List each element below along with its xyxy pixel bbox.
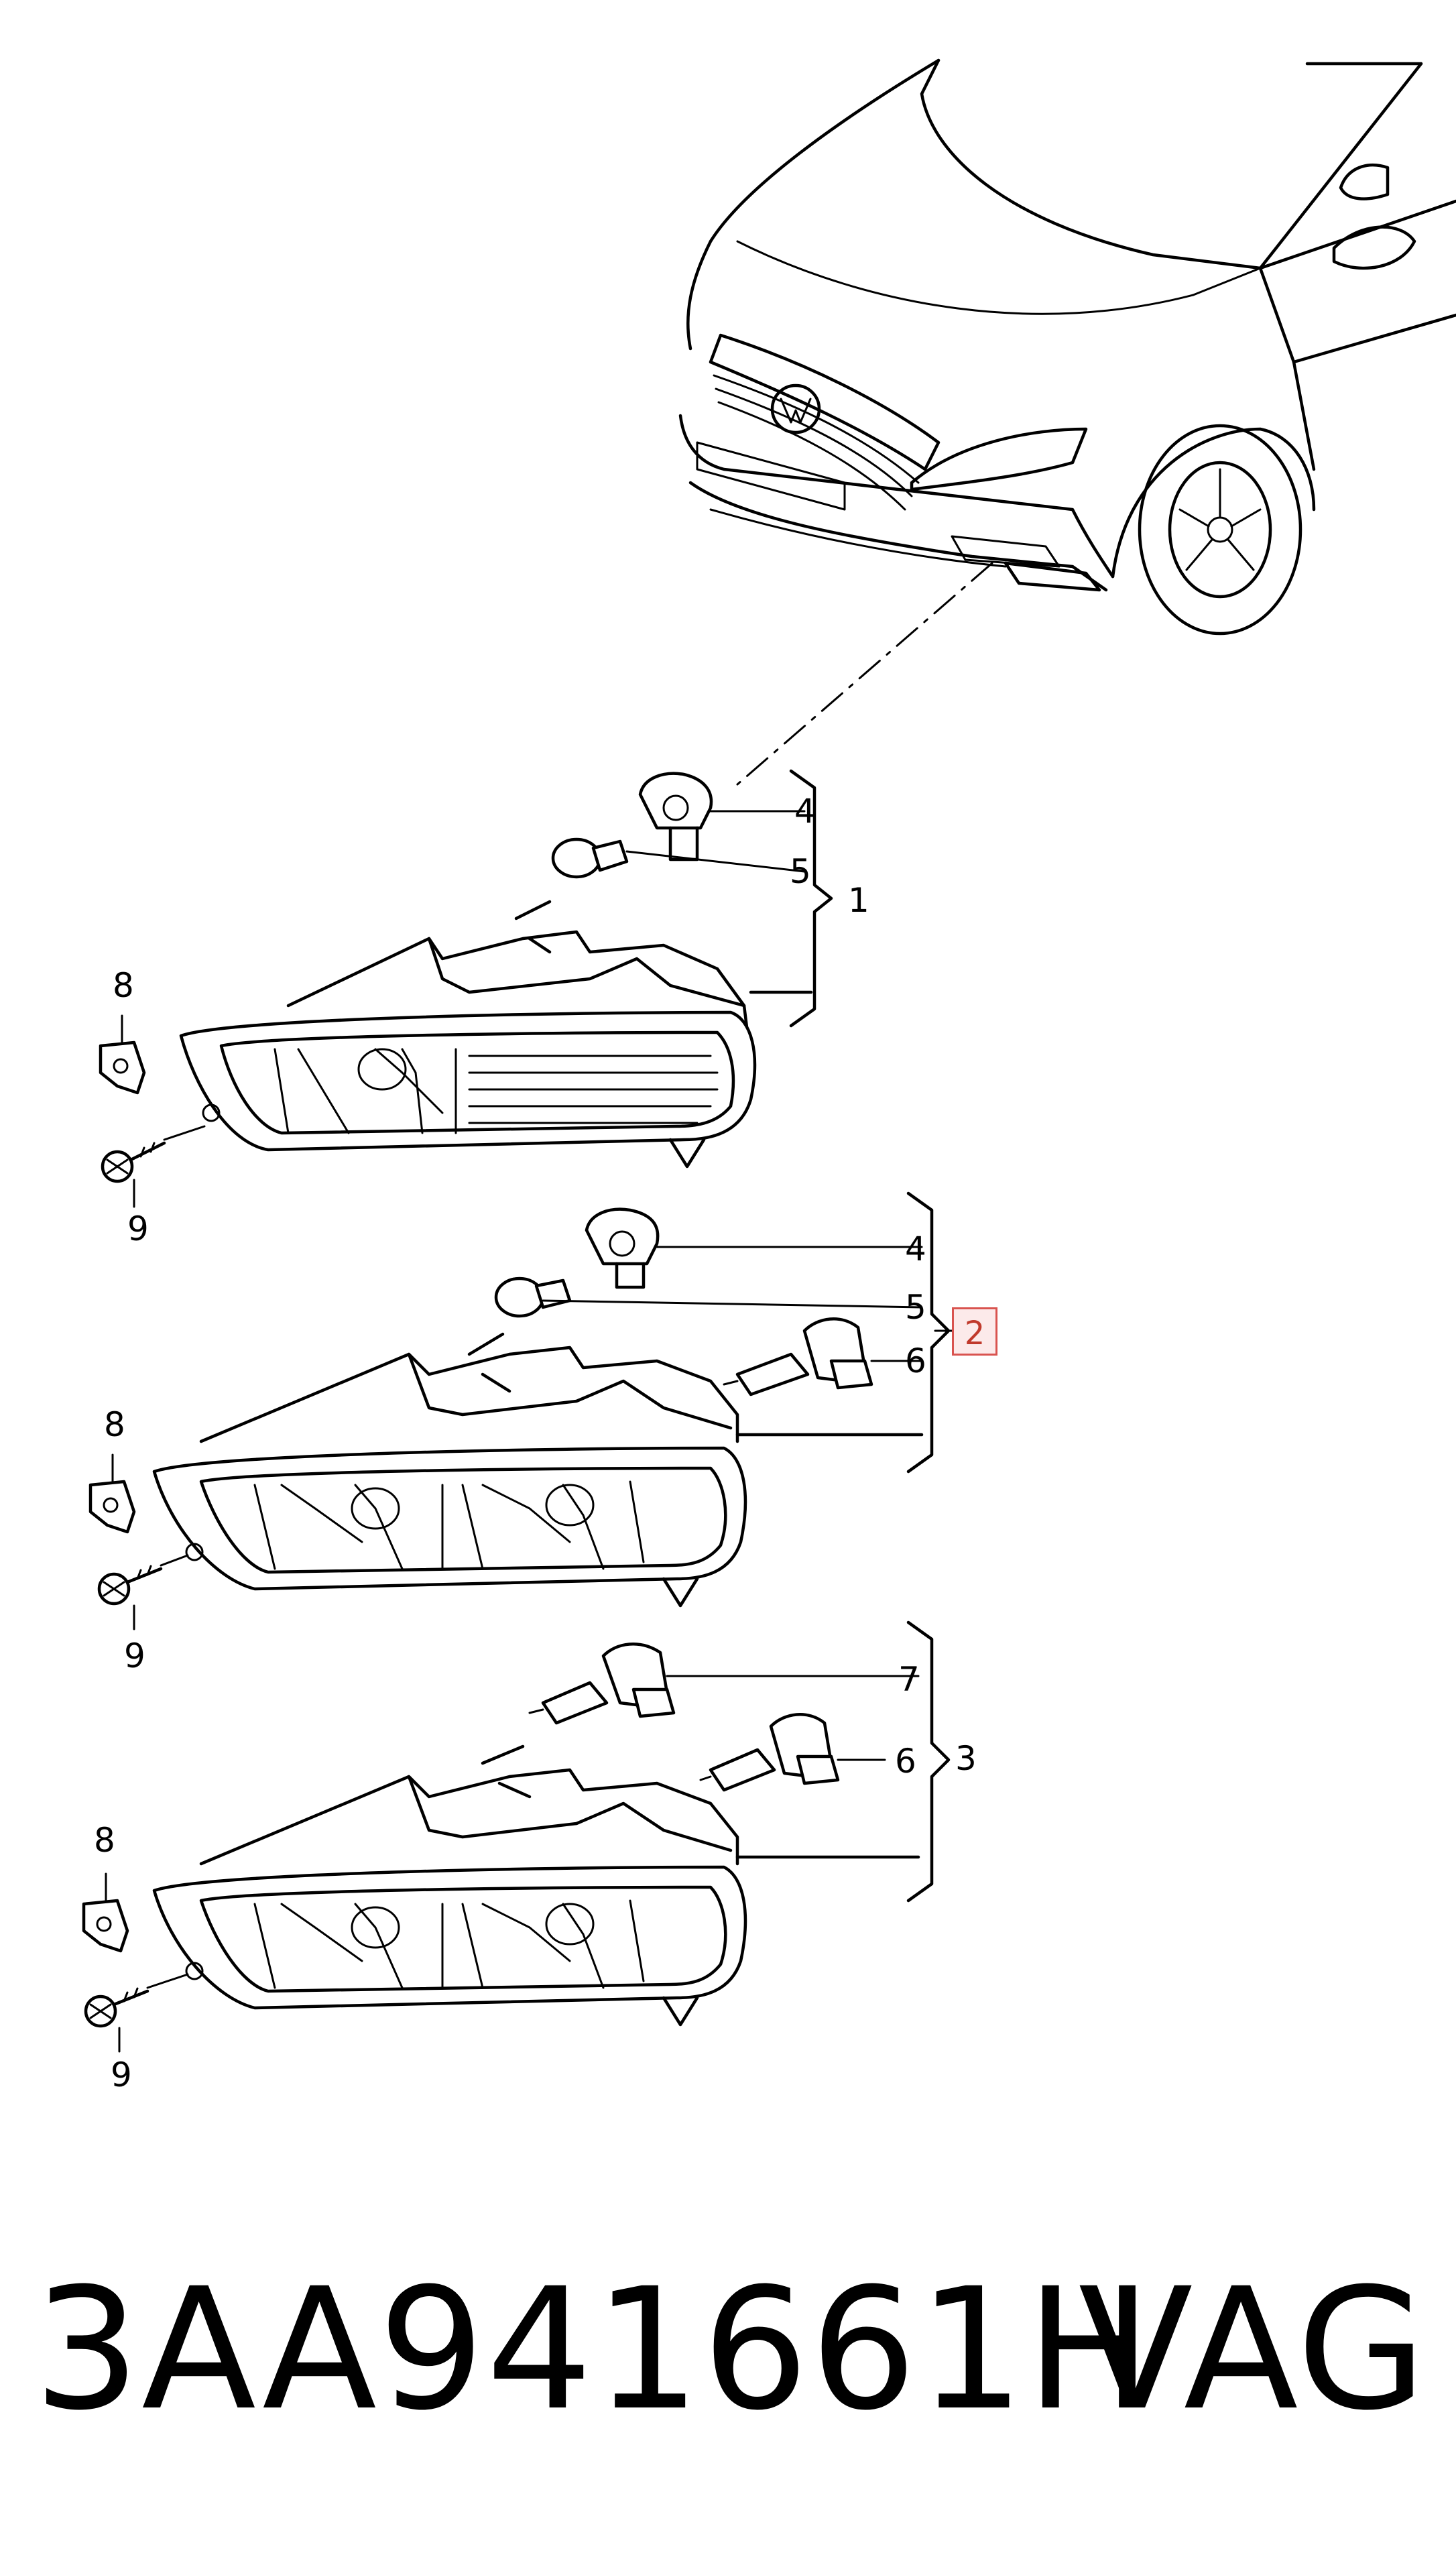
callout-5: 5 bbox=[790, 852, 811, 891]
callout-4: 4 bbox=[794, 792, 816, 831]
callout-8: 8 bbox=[113, 966, 134, 1005]
leader-line bbox=[736, 562, 993, 786]
fog-lamp-assembly-2 bbox=[88, 1191, 951, 1630]
fog-lamp-assembly-3 bbox=[82, 1620, 951, 2053]
callout-2-highlight: 2 bbox=[952, 1307, 997, 1356]
part-number: 3AA941661H bbox=[34, 2252, 1154, 2447]
callout-2: 2 bbox=[964, 1315, 985, 1352]
callout-8: 8 bbox=[94, 1821, 115, 1860]
callout-6: 6 bbox=[895, 1742, 916, 1781]
callout-3: 3 bbox=[955, 1739, 977, 1778]
brand-name: VAG bbox=[1078, 2252, 1428, 2447]
callout-7: 7 bbox=[898, 1660, 920, 1699]
footer: 3AA941661H VAG bbox=[34, 2266, 1428, 2467]
callout-4: 4 bbox=[905, 1230, 926, 1268]
callout-8: 8 bbox=[104, 1405, 125, 1444]
car-illustration bbox=[678, 58, 1456, 636]
callout-5: 5 bbox=[905, 1288, 926, 1327]
callout-6: 6 bbox=[905, 1342, 926, 1380]
callout-9: 9 bbox=[111, 2055, 132, 2094]
callout-9: 9 bbox=[124, 1636, 145, 1675]
callout-9: 9 bbox=[127, 1209, 149, 1248]
callout-1: 1 bbox=[848, 881, 869, 920]
fog-lamp-assembly-1 bbox=[99, 769, 833, 1208]
